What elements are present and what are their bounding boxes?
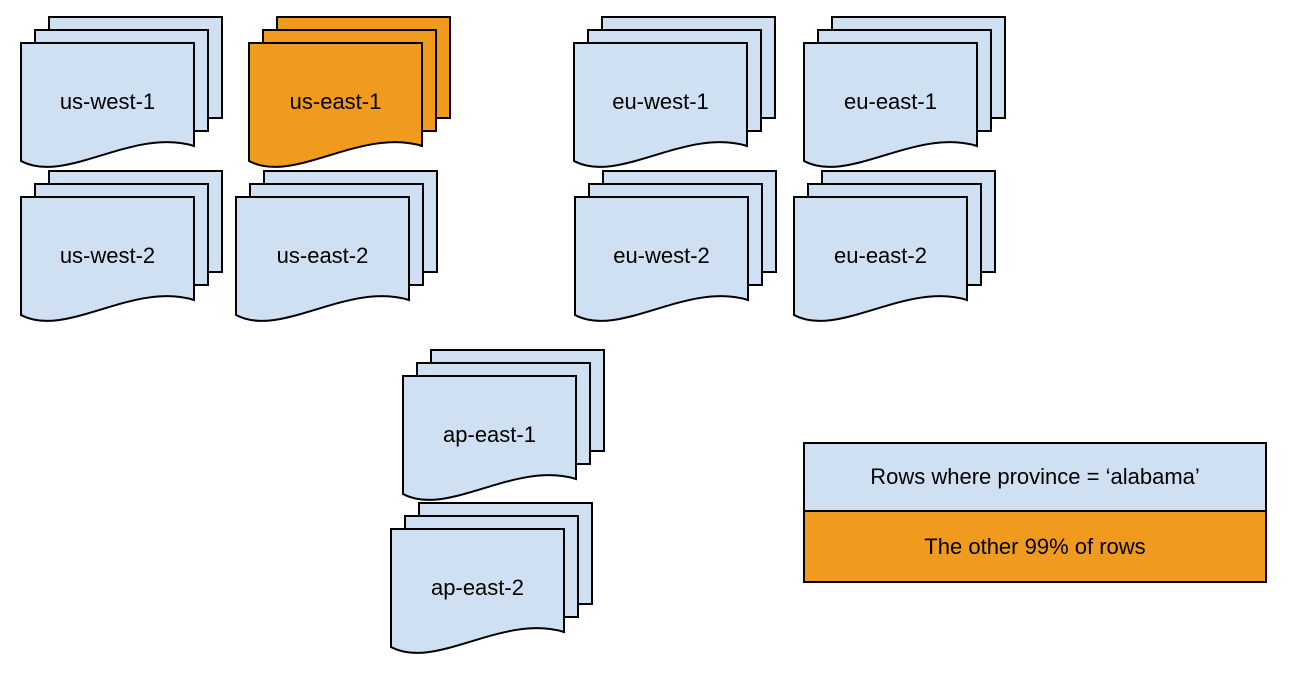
region-stack-us-west-2: us-west-2 [20,170,224,326]
document-stack-icon [402,349,605,501]
region-stack-ap-east-2: ap-east-2 [390,502,594,658]
region-stack-us-east-1: us-east-1 [248,16,452,172]
region-stack-ap-east-1: ap-east-1 [402,349,606,505]
document-stack-icon [390,502,593,654]
doc-sheet-front [20,42,195,168]
region-stack-eu-west-2: eu-west-2 [574,170,778,326]
legend: Rows where province = ‘alabama’ The othe… [803,442,1267,583]
region-stack-us-west-1: us-west-1 [20,16,224,172]
document-stack-icon [573,16,776,168]
legend-row-alabama: Rows where province = ‘alabama’ [805,444,1265,512]
doc-sheet-front [390,528,565,654]
doc-sheet-front [248,42,423,168]
document-stack-icon [793,170,996,322]
region-stack-eu-east-1: eu-east-1 [803,16,1007,172]
doc-sheet-front [574,196,749,322]
doc-sheet-front [793,196,968,322]
legend-row-other: The other 99% of rows [805,512,1265,581]
doc-sheet-front [235,196,410,322]
document-stack-icon [803,16,1006,168]
region-stack-eu-west-1: eu-west-1 [573,16,777,172]
doc-sheet-front [573,42,748,168]
legend-row-alabama-label: Rows where province = ‘alabama’ [870,464,1200,489]
region-stack-eu-east-2: eu-east-2 [793,170,997,326]
document-stack-icon [248,16,451,168]
document-stack-icon [20,16,223,168]
region-stack-us-east-2: us-east-2 [235,170,439,326]
legend-row-other-label: The other 99% of rows [924,533,1146,559]
doc-sheet-front [20,196,195,322]
doc-sheet-front [402,375,577,501]
document-stack-icon [574,170,777,322]
document-stack-icon [235,170,438,322]
document-stack-icon [20,170,223,322]
doc-sheet-front [803,42,978,168]
